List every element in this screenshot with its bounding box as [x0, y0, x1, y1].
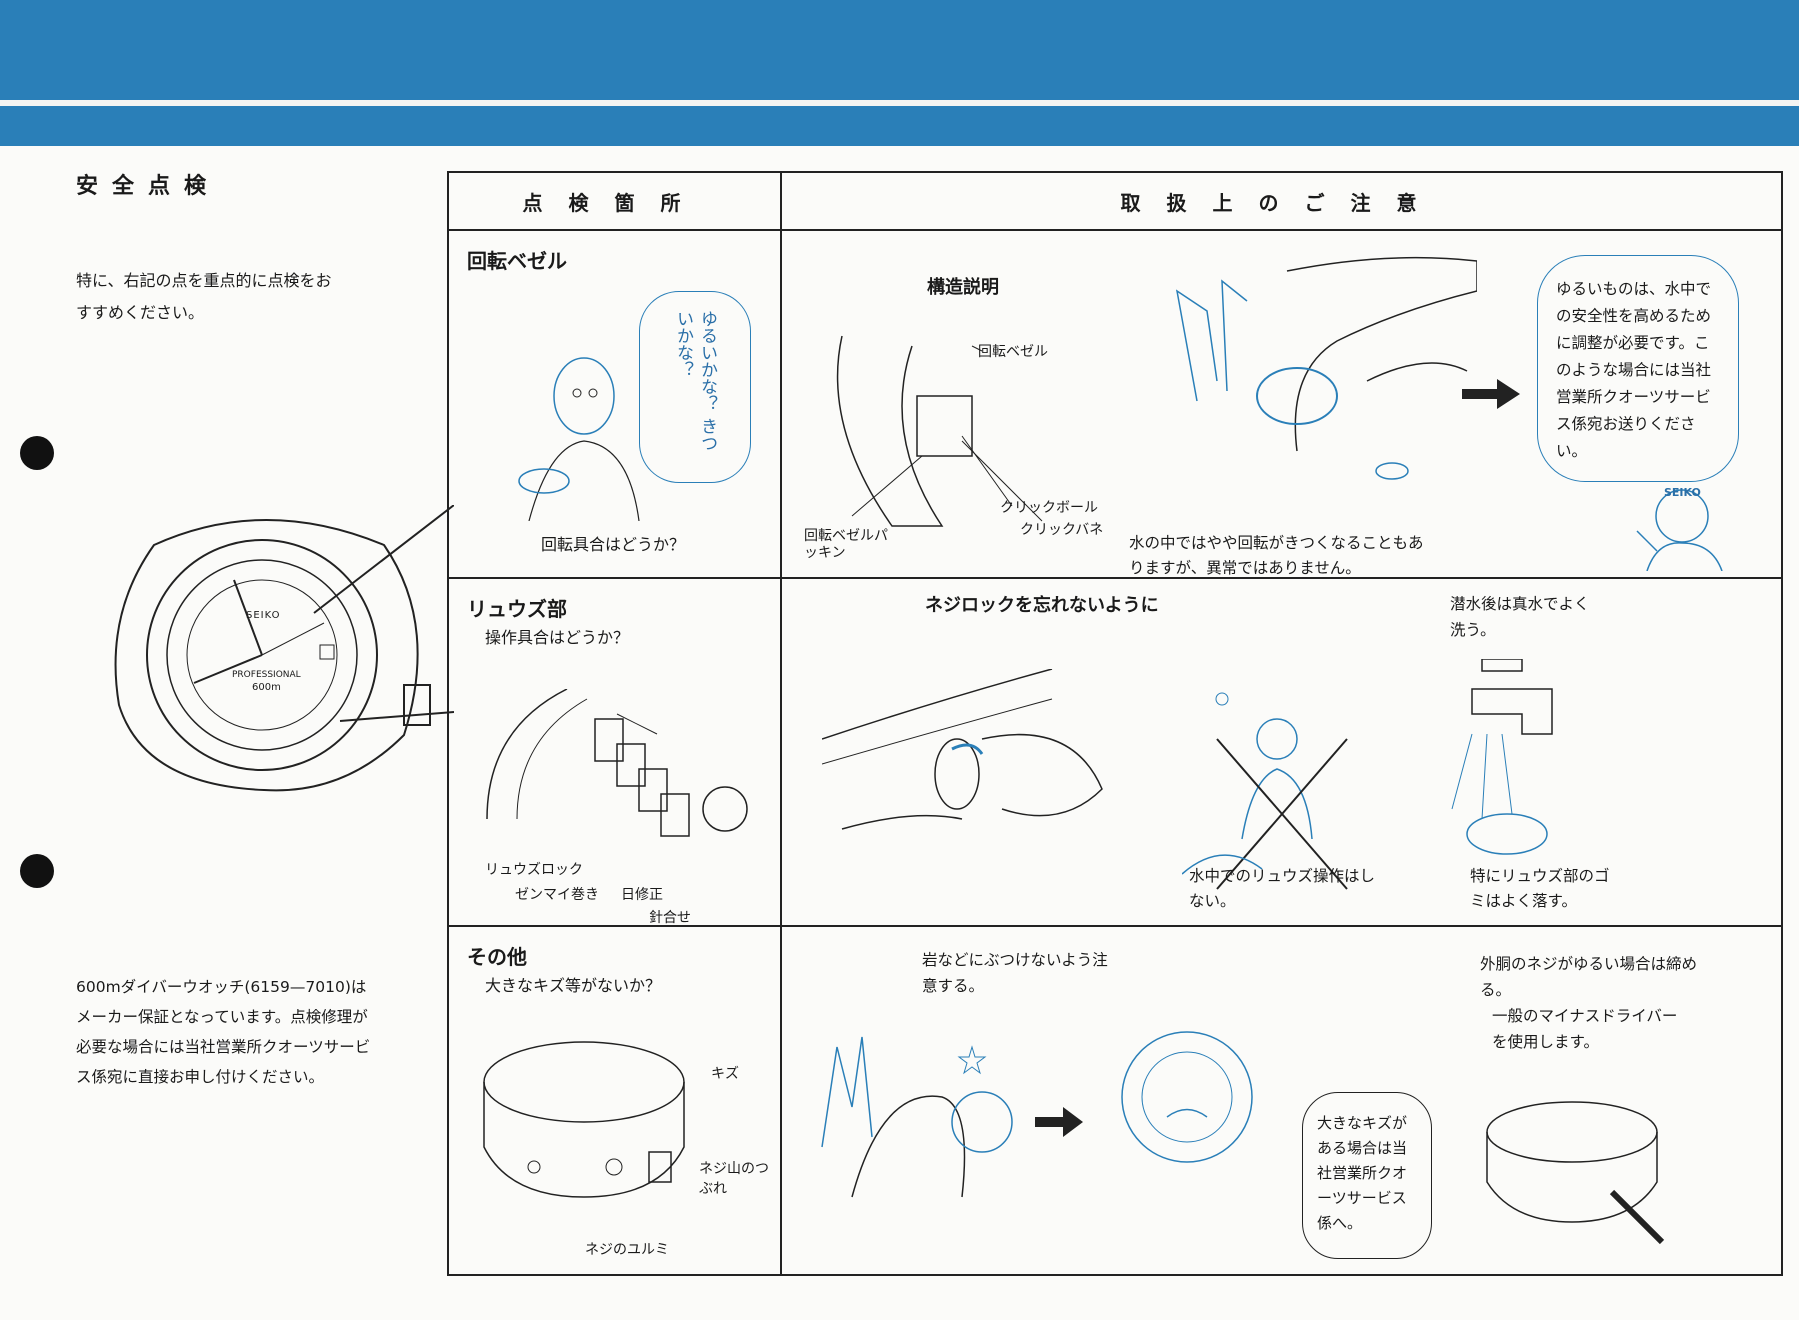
label-date-set: 日修正 — [621, 887, 663, 903]
row-bezel-caution: 構造説明 回転ベゼル クリックボール クリックバネ 回転ベゼルパッキン — [780, 229, 1783, 579]
label-scratch: キズ — [711, 1066, 739, 1082]
section-title: 回転ベゼル — [467, 249, 567, 273]
screw-sub-note: 一般のマイナスドライバーを使用します。 — [1492, 1007, 1678, 1051]
watch-illustration — [114, 505, 454, 792]
label-bezel-gasket: 回転ベゼルパッキン — [804, 528, 888, 561]
cap-logo: SEIKO — [1664, 486, 1701, 499]
mascot-figure — [1636, 489, 1723, 571]
intro-text: 特に、右記の点を重点的に点検をおすすめください。 — [76, 271, 332, 322]
watch-model: PROFESSIONAL — [232, 670, 301, 680]
inspection-table: 点検箇所 取扱上のご注意 回転ベゼル ゆるいかな？ きついかな？ 回転具合はどう… — [447, 171, 1783, 1276]
crown-question: 操作具合はどうか？ — [485, 628, 630, 647]
label-click-ball: クリックボール — [1000, 500, 1098, 516]
watch-brand: SEIKO — [246, 610, 281, 621]
watch-depth: 600m — [252, 682, 281, 693]
scratch-bubble: 大きなキズがある場合は当社営業所クオーツサービス係へ。 — [1302, 1092, 1432, 1259]
bezel-question: 回転具合はどうか？ — [541, 535, 686, 554]
row-crown-location: リュウズ部 操作具合はどうか？ リュウズロック ゼンマイ巻き 日修正 針合せ — [447, 577, 782, 927]
section-title: リュウズ部 — [467, 597, 567, 621]
screw-lock-title: ネジロックを忘れないように — [925, 595, 1159, 616]
binder-hole — [20, 436, 54, 470]
label-thread-damage: ネジ山のつぶれ — [699, 1161, 769, 1197]
warranty-note: 600mダイバーウオッチ(6159—7010)はメーカー保証となっています。点検… — [76, 978, 371, 1086]
row-crown-caution: ネジロックを忘れないように 水中でのリュウズ操作はしない。 潜水後は真水でよく洗… — [780, 577, 1783, 927]
row-other-location: その他 大きなキズ等がないか？ キズ ネジ山のつぶれ ネジのユルミ — [447, 925, 782, 1276]
arrow-right-icon — [1462, 379, 1520, 409]
crown-lock-illustration — [822, 669, 1103, 830]
row-other-caution: 岩などにぶつけないよう注意する。 大きなキズがある場合は当社営業所クオーツサービ… — [780, 925, 1783, 1276]
section-title: その他 — [467, 945, 527, 969]
arrow-right-icon — [1035, 1107, 1083, 1137]
structure-title: 構造説明 — [927, 277, 999, 298]
advice-bubble: ゆるいものは、水中での安全性を高めるために調整が必要です。このような場合には当社… — [1537, 255, 1739, 482]
label-bezel: 回転ベゼル — [978, 344, 1048, 360]
header-divider — [0, 100, 1799, 106]
bezel-cross-section — [836, 335, 1043, 527]
crown-diagram — [486, 689, 748, 837]
scratched-watch-illustration — [1121, 1031, 1253, 1163]
label-time-set: 針合せ — [649, 910, 691, 926]
wash-title: 潜水後は真水でよく洗う。 — [1450, 595, 1590, 639]
screwdriver-illustration — [1486, 1101, 1665, 1245]
label-winding: ゼンマイ巻き — [515, 887, 599, 903]
advice-text: ゆるいものは、水中での安全性を高めるために調整が必要です。このような場合には当社… — [1556, 280, 1712, 460]
faucet-illustration — [1451, 659, 1553, 855]
page-title: 安全点検 — [76, 174, 221, 199]
watch-side-illustration — [483, 1041, 685, 1198]
dive-caption: 水中でのリュウズ操作はしない。 — [1189, 867, 1376, 910]
scratch-bubble-text: 大きなキズがある場合は当社営業所クオーツサービス係へ。 — [1317, 1114, 1408, 1232]
label-click-spring: クリックバネ — [1020, 522, 1104, 538]
bubble-text: ゆるいかな？ きついかな？ — [673, 310, 717, 452]
other-question: 大きなキズ等がないか？ — [485, 976, 662, 995]
underwater-hand-scene — [1175, 256, 1477, 480]
binder-hole — [20, 854, 54, 888]
rock-note: 岩などにぶつけないよう注意する。 — [922, 951, 1108, 995]
speech-bubble: ゆるいかな？ きついかな？ — [639, 291, 751, 483]
header-band — [0, 0, 1799, 100]
col-header-caution: 取扱上のご注意 — [780, 171, 1783, 231]
diver-crossed-illustration — [1182, 692, 1348, 890]
diver-figure — [518, 357, 640, 521]
label-crown-lock: リュウズロック — [485, 862, 583, 878]
rock-impact-illustration — [821, 1036, 1013, 1198]
row-bezel-location: 回転ベゼル ゆるいかな？ きついかな？ 回転具合はどうか？ — [447, 229, 782, 579]
header-band-lower — [0, 106, 1799, 146]
screw-note: 外胴のネジがゆるい場合は締める。 — [1480, 955, 1698, 999]
col-header-location: 点検箇所 — [447, 171, 782, 231]
bezel-caption: 水の中ではやや回転がきつくなることもありますが、異常ではありません。 — [1129, 534, 1424, 577]
wash-note: 特にリュウズ部のゴミはよく落す。 — [1470, 867, 1610, 910]
label-screw-loose: ネジのユルミ — [585, 1242, 669, 1258]
